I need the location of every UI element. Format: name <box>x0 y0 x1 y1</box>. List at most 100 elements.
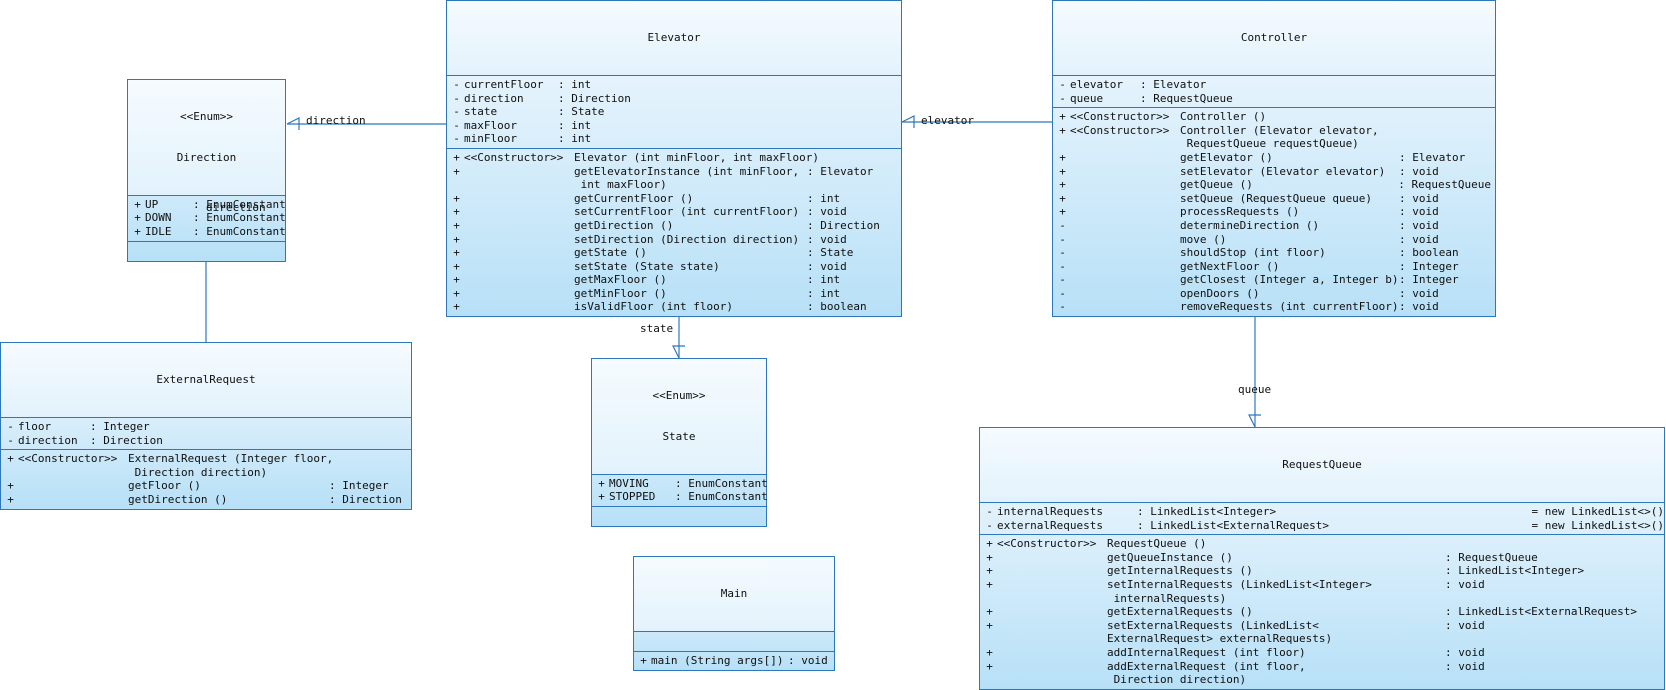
method-row: +setElevator (Elevator elevator): void <box>1053 165 1495 179</box>
method-row: +getState (): State <box>447 246 901 260</box>
class-title-controller: Controller <box>1053 1 1495 76</box>
method-return-type: : void <box>1399 300 1439 314</box>
visibility-marker: + <box>453 191 460 205</box>
method-return-type: : RequestQueue <box>1398 178 1491 192</box>
attribute-type: : Elevator <box>1140 77 1207 91</box>
method-row: +getDirection (): Direction <box>1 493 411 507</box>
visibility-marker: + <box>1059 164 1066 178</box>
methods-elevator: +<<Constructor>>Elevator (int minFloor, … <box>447 149 901 316</box>
class-box-elevator[interactable]: Elevator -currentFloor: int-direction: D… <box>446 0 902 318</box>
method-row: +getMaxFloor (): int <box>447 273 901 287</box>
method-stereotype: <<Constructor>> <box>18 452 118 466</box>
visibility-marker: + <box>986 537 993 551</box>
attribute-row: +UP: EnumConstant <box>128 197 286 212</box>
visibility-marker: - <box>1059 259 1066 273</box>
visibility-marker: + <box>1059 123 1066 137</box>
class-box-direction[interactable]: <<Enum>> Direction +UP: EnumConstant+DOW… <box>127 79 286 262</box>
method-signature: Controller () <box>1180 110 1267 124</box>
attribute-type: : LinkedList<ExternalRequest> <box>1137 518 1330 532</box>
visibility-marker: + <box>453 218 460 232</box>
method-row: +getFloor (): Integer <box>1 479 411 493</box>
method-signature: ExternalRequest (Integer floor, Directio… <box>128 452 334 479</box>
method-return-type: : void <box>807 205 847 219</box>
methods-main: +main (String args[]): void <box>634 652 834 670</box>
method-signature: getNextFloor () <box>1180 259 1280 273</box>
method-row: +getInternalRequests (): LinkedList<Inte… <box>980 564 1664 578</box>
visibility-marker: - <box>1059 300 1066 314</box>
edge-label-external-direction: direction <box>206 201 266 214</box>
method-row: +setCurrentFloor (int currentFloor): voi… <box>447 205 901 219</box>
attribute-name: UP <box>145 197 159 211</box>
method-return-type: : boolean <box>807 300 867 314</box>
attribute-name: state <box>464 105 498 119</box>
attribute-name: IDLE <box>145 224 172 238</box>
attribute-row: -floor: Integer <box>1 420 411 434</box>
visibility-marker: + <box>1059 150 1066 164</box>
visibility-marker: + <box>453 150 460 164</box>
method-signature: getExternalRequests () <box>1107 605 1253 619</box>
attribute-type: : int <box>558 132 592 146</box>
arrowhead-queue <box>1248 414 1261 428</box>
attribute-type: : EnumConstant <box>675 476 768 490</box>
method-return-type: : Integer <box>329 479 389 493</box>
visibility-marker: + <box>986 564 993 578</box>
attribute-type: : State <box>558 105 605 119</box>
attribute-type: : EnumConstant <box>193 211 286 225</box>
method-signature: setCurrentFloor (int currentFloor) <box>574 205 800 219</box>
class-box-main[interactable]: Main +main (String args[]): void <box>633 556 835 671</box>
visibility-marker: + <box>1059 110 1066 124</box>
visibility-marker: - <box>453 77 460 91</box>
class-box-state[interactable]: <<Enum>> State +MOVING: EnumConstant+STO… <box>591 358 768 527</box>
method-signature: getDirection () <box>574 218 674 232</box>
attributes-state: +MOVING: EnumConstant+STOPPED: EnumConst… <box>592 475 768 507</box>
visibility-marker: - <box>1059 246 1066 260</box>
visibility-marker: + <box>453 246 460 260</box>
attribute-row: -state : State <box>447 105 901 119</box>
method-return-type: : int <box>807 191 841 205</box>
method-row: +setQueue (RequestQueue queue): void <box>1053 192 1495 206</box>
method-return-type: : State <box>807 246 854 260</box>
class-box-controller[interactable]: Controller -elevator: Elevator-queue: Re… <box>1052 0 1496 318</box>
attribute-name: floor <box>18 419 52 433</box>
visibility-marker: + <box>986 605 993 619</box>
method-return-type: : Elevator <box>807 164 874 178</box>
method-stereotype: <<Constructor>> <box>997 537 1097 551</box>
method-row: -getNextFloor (): Integer <box>1053 260 1495 274</box>
visibility-marker: + <box>986 618 993 632</box>
visibility-marker: + <box>453 259 460 273</box>
attribute-name: direction <box>18 433 78 447</box>
visibility-marker: - <box>453 105 460 119</box>
method-row: +<<Constructor>>Elevator (int minFloor, … <box>447 151 901 165</box>
edge-label-controller-queue: queue <box>1238 383 1272 396</box>
method-signature: getElevatorInstance (int minFloor, int m… <box>574 164 800 192</box>
attributes-external-request: -floor: Integer-direction: Direction <box>1 418 411 451</box>
attributes-elevator: -currentFloor: int-direction: Direction-… <box>447 76 901 149</box>
edge-label-elevator-state: state <box>640 322 674 335</box>
visibility-marker: - <box>1059 273 1066 287</box>
methods-request-queue: +<<Constructor>>RequestQueue ()+getQueue… <box>980 535 1664 689</box>
method-return-type: : LinkedList<ExternalRequest> <box>1445 605 1638 619</box>
method-return-type: : Integer <box>1399 273 1459 287</box>
methods-state <box>592 507 766 526</box>
method-signature: setState (State state) <box>574 259 720 273</box>
attributes-main <box>634 632 834 652</box>
method-signature: processRequests () <box>1180 205 1300 219</box>
visibility-marker: - <box>7 419 14 433</box>
class-box-external-request[interactable]: ExternalRequest -floor: Integer-directio… <box>0 342 412 510</box>
method-stereotype: <<Constructor>> <box>464 150 564 164</box>
attribute-name: internalRequests <box>997 504 1103 518</box>
attribute-name: minFloor <box>464 132 517 146</box>
method-return-type: : void <box>1399 286 1439 300</box>
visibility-marker: + <box>7 452 14 466</box>
method-return-type: : void <box>1445 618 1485 632</box>
method-signature: setDirection (Direction direction) <box>574 232 800 246</box>
method-signature: openDoors () <box>1180 286 1260 300</box>
class-box-request-queue[interactable]: RequestQueue -internalRequests: LinkedLi… <box>979 427 1665 690</box>
visibility-marker: + <box>1059 178 1066 192</box>
visibility-marker: + <box>640 653 647 667</box>
method-return-type: : Elevator <box>1399 150 1466 164</box>
visibility-marker: + <box>453 232 460 246</box>
attribute-row: -internalRequests: LinkedList<Integer>= … <box>980 505 1664 519</box>
method-row: +setInternalRequests (LinkedList<Integer… <box>980 578 1664 605</box>
class-title-external-request: ExternalRequest <box>1 343 411 418</box>
